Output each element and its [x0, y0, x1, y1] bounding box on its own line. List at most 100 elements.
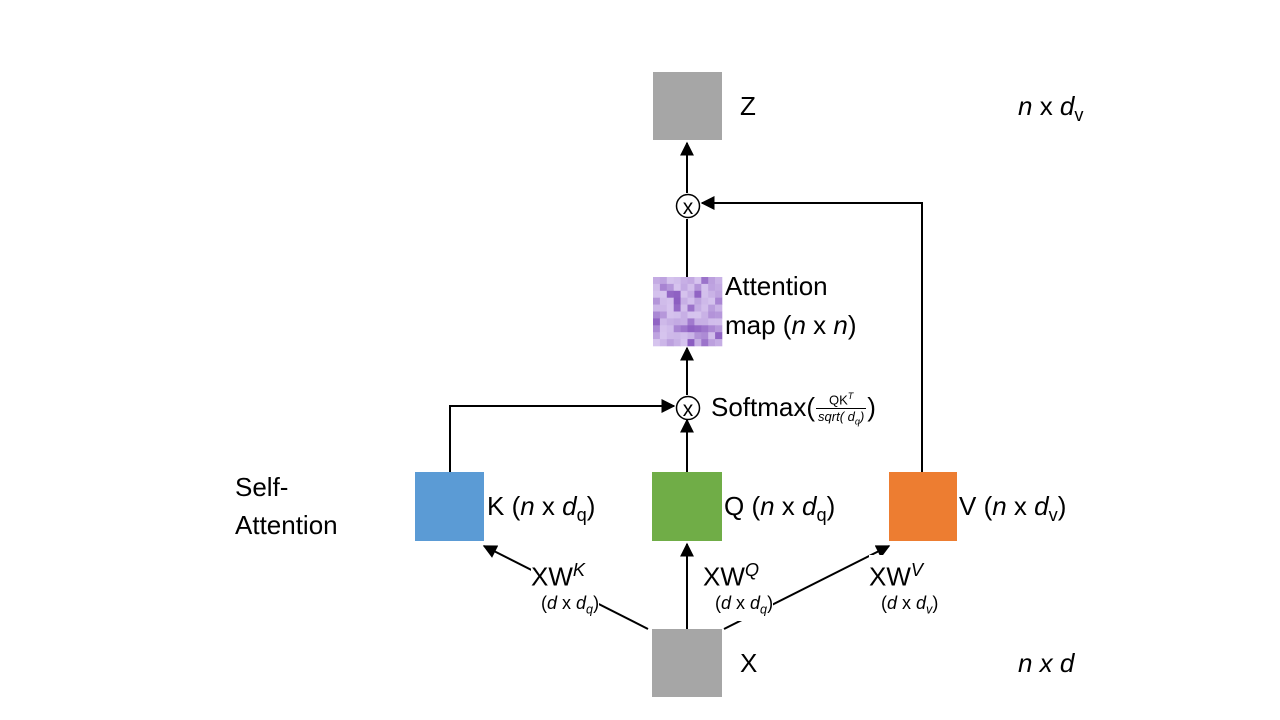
attention-map-cell: [708, 332, 716, 340]
attention-map-cell: [715, 283, 723, 292]
attention-map-n1: n: [791, 310, 806, 340]
attention-map-cell: [708, 290, 716, 298]
wk-sup: K: [572, 560, 586, 580]
wq-dims: (d x dq): [715, 592, 774, 621]
attention-map-cell: [653, 318, 661, 326]
attention-map-cell: [666, 277, 674, 285]
v-name: V (: [959, 491, 993, 521]
wk-dims: (d x dq): [541, 592, 600, 621]
attention-map-cell: [680, 311, 688, 319]
attention-map-cell: [659, 339, 668, 347]
z-dims-x: x: [1032, 91, 1060, 121]
softmax-denominator: sqrt( dq): [816, 409, 866, 430]
q-close: ): [826, 491, 836, 521]
attention-map-cell: [708, 277, 716, 285]
attention-map-cell: [694, 277, 702, 285]
attention-map-cell: [666, 325, 674, 333]
attention-map-cell: [680, 339, 688, 347]
attention-map-cell: [673, 283, 681, 292]
attention-map-cell: [659, 325, 668, 333]
z-block: [653, 72, 722, 140]
attention-map-cell: [715, 304, 723, 312]
x-block: [652, 629, 722, 697]
attention-map-cell: [701, 332, 709, 340]
wv-dims-d: d: [887, 593, 898, 613]
softmax-pre: Softmax(: [711, 392, 816, 422]
z-label: Z: [740, 91, 756, 121]
wk-dims-open: (: [541, 593, 547, 613]
z-dims-d: d: [1059, 91, 1075, 121]
attention-map-cell: [715, 277, 723, 285]
attention-map-cell: [715, 325, 723, 333]
z-dims-sub: v: [1074, 105, 1084, 126]
wq-dims-d: d: [721, 593, 732, 613]
k-close: ): [586, 491, 596, 521]
attention-map-cell: [687, 339, 695, 347]
attention-map-cell: [673, 339, 681, 347]
q-d: d: [802, 491, 817, 521]
arrow-k-to-multiply: [449, 399, 676, 472]
attention-map-cell: [687, 304, 695, 312]
wk-dims-close: ): [593, 593, 600, 613]
softmax-den-text: sqrt( d: [818, 409, 855, 425]
attention-map-cell: [666, 290, 674, 298]
attention-map-cell: [708, 311, 716, 319]
attention-map-cell: [694, 325, 702, 333]
wv-dims-open: (: [881, 593, 887, 613]
attention-map-cell: [680, 318, 688, 326]
multiply-symbol-top: x: [683, 196, 694, 219]
attention-map-cell: [715, 311, 723, 319]
wk-label: XWK: [531, 555, 586, 592]
attention-map-cell: [653, 290, 661, 298]
attention-map-cell: [701, 325, 709, 333]
softmax-den-post: ): [859, 409, 865, 425]
attention-map-cell: [708, 318, 716, 326]
attention-map-cell: [666, 332, 674, 340]
attention-map-cell: [715, 290, 723, 298]
multiply-node-bottom: [675, 395, 701, 421]
attention-map-cell: [666, 297, 674, 305]
k-x: x: [534, 491, 563, 521]
attention-map-cell: [680, 290, 688, 298]
wv-dims-x: x: [897, 593, 917, 613]
attention-map-cell: [715, 339, 723, 347]
attention-label-line1: Attention: [725, 271, 828, 301]
wq-main: XW: [703, 561, 745, 592]
wk-main: XW: [531, 561, 573, 592]
v-close: ): [1057, 491, 1067, 521]
wv-main: XW: [869, 561, 911, 592]
attention-map-cell: [673, 290, 681, 298]
attention-map-x: x: [805, 310, 834, 340]
q-label: Q (n x dq): [724, 491, 835, 530]
wq-dims-sub: q: [760, 602, 768, 617]
wv-dims: (d x dv): [881, 592, 938, 621]
attention-map-cell: [687, 332, 695, 340]
attention-map-cell: [659, 311, 668, 319]
attention-map-cell: [701, 304, 709, 312]
attention-map-cell: [673, 332, 681, 340]
wq-dims-dq: d: [750, 593, 761, 613]
attention-map-cell: [680, 304, 688, 312]
attention-map-cell: [701, 311, 709, 319]
attention-map-cell: [694, 339, 702, 347]
attention-map-cell: [673, 297, 681, 305]
attention-map-cell: [687, 297, 695, 305]
softmax-den-sub: q: [854, 417, 860, 428]
attention-map-n2: n: [833, 310, 848, 340]
attention-map-cell: [659, 304, 668, 312]
attention-map-cell: [687, 283, 695, 292]
v-label: V (n x dv): [959, 491, 1066, 530]
attention-map-cell: [680, 325, 688, 333]
k-block: [415, 472, 484, 541]
multiply-symbol-bottom: x: [683, 398, 694, 421]
attention-map-cell: [666, 283, 674, 292]
attention-map-cell: [701, 277, 709, 285]
attention-map-cell: [653, 283, 661, 292]
attention-map-cell: [666, 318, 674, 326]
attention-map-cell: [666, 339, 674, 347]
attention-map-cell: [694, 332, 702, 340]
attention-map-cell: [680, 283, 688, 292]
attention-map-cell: [653, 332, 661, 340]
x-dims: n x d: [1018, 648, 1075, 678]
